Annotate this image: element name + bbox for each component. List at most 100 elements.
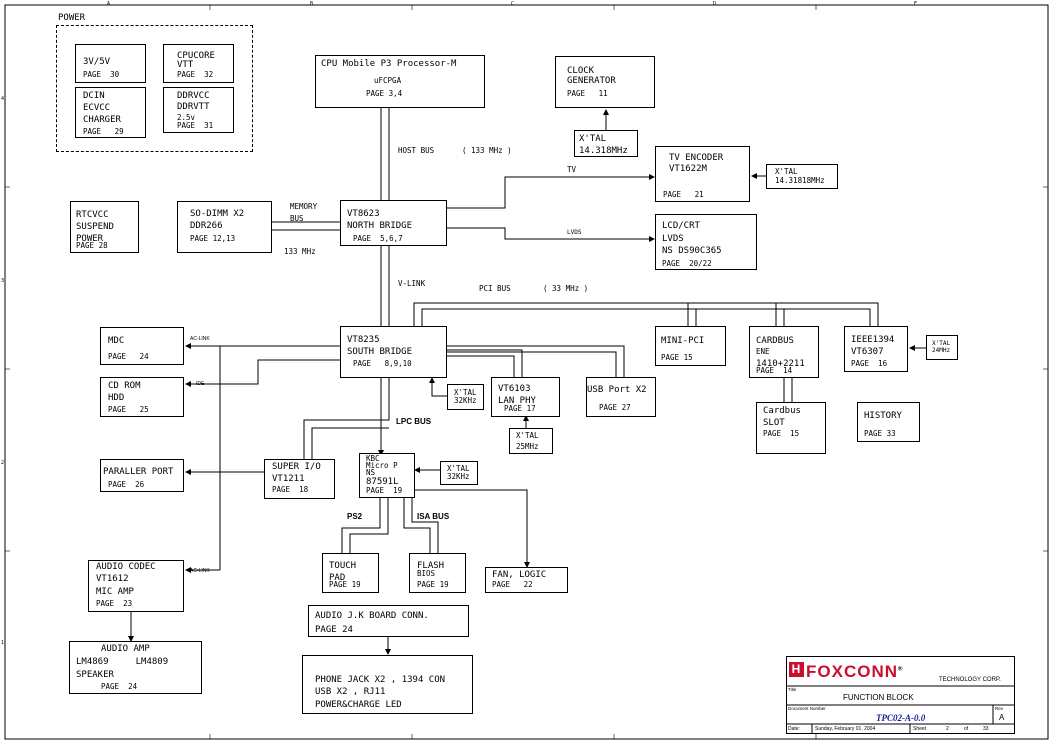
page-ref: PAGE 22	[492, 580, 533, 589]
block-label: X'TAL	[579, 134, 607, 144]
block-label: SUSPEND	[76, 222, 114, 232]
block-label: CHARGER	[83, 115, 121, 125]
document-number: TPC02-A-0.0	[876, 713, 926, 723]
block-flash-bios: FLASH BIOS PAGE 19	[409, 553, 466, 593]
company-name: TECHNOLOGY CORP.	[939, 677, 1001, 683]
block-label: X'TAL	[775, 167, 798, 176]
block-lcd-crt: LCD/CRT LVDS NS DS90C365 PAGE 20/22	[655, 214, 757, 270]
title-label: Title	[788, 687, 797, 692]
block-label: AUDIO AMP	[101, 644, 150, 654]
block-label: HDD	[108, 393, 125, 403]
block-label: SPEAKER	[76, 670, 114, 680]
block-3v5v: 3V/5V PAGE 30	[75, 44, 146, 83]
block-label: Cardbus	[763, 406, 801, 416]
block-audio-jk-board: AUDIO J.K BOARD CONN. PAGE 24	[308, 605, 469, 637]
block-label: VT6307	[851, 347, 884, 357]
sheet-border	[4, 4, 1049, 740]
page-ref: PAGE 3,4	[366, 89, 403, 98]
block-label: DDRVTT	[177, 102, 210, 112]
block-sodimm: SO-DIMM X2 DDR266 PAGE 12,13	[177, 201, 272, 253]
foxconn-logo-text: FOXCONN	[806, 662, 898, 681]
block-xtal-sb: X'TAL 32KHz	[447, 384, 484, 410]
zone-b: B	[310, 1, 314, 7]
page-ref: PAGE 16	[851, 359, 888, 368]
block-label: USB Port X2	[587, 385, 647, 395]
block-label: HISTORY	[864, 411, 902, 421]
page-ref: PAGE 14	[756, 366, 793, 375]
block-label: 3V/5V	[83, 57, 111, 67]
date-value: Sunday, February 01, 2004	[815, 726, 876, 732]
block-label: 14.318MHz	[579, 146, 628, 156]
block-xtal-tv: X'TAL 14.31818MHz	[766, 164, 838, 189]
page-ref: PAGE 8,9,10	[353, 359, 412, 368]
block-paraller-port: PARALLER PORT PAGE 26	[100, 459, 184, 492]
block-label: MDC	[108, 336, 125, 346]
vlink-label: V-LINK	[398, 279, 426, 288]
block-xtal-lan: X'TAL 25MHz	[509, 428, 553, 454]
zone-c: C	[511, 1, 515, 7]
block-clock-generator: CLOCK GENERATOR PAGE 11	[555, 56, 655, 108]
block-fan-logic: FAN, LOGIC PAGE 22	[485, 567, 568, 593]
power-title: POWER	[58, 13, 86, 23]
block-label: ENE	[756, 347, 770, 356]
block-label: 14.31818MHz	[775, 176, 825, 185]
block-label: LAN PHY	[498, 396, 536, 406]
block-label: USB X2 , RJ11	[315, 687, 386, 697]
date-label: Date:	[788, 726, 800, 732]
zone-4: 4	[1, 96, 5, 102]
ps2-label: PS2	[347, 512, 363, 521]
block-south-bridge: VT8235 SOUTH BRIDGE PAGE 8,9,10	[340, 326, 447, 378]
block-label: LM4869 LM4809	[76, 657, 169, 667]
block-label: X'TAL	[932, 340, 951, 347]
block-cpu: CPU Mobile P3 Processor-M uFCPGA PAGE 3,…	[315, 55, 485, 108]
ac-link-label: AC-LINK	[190, 336, 210, 342]
block-label: X'TAL	[447, 464, 470, 473]
block-label: 32KHz	[447, 472, 470, 481]
page-ref: PAGE 11	[567, 89, 608, 98]
block-label: Micro P	[366, 461, 398, 470]
block-label: TV ENCODER	[669, 153, 724, 163]
block-label: ECVCC	[83, 103, 111, 113]
sheet-total: 33	[983, 726, 989, 732]
block-label: CARDBUS	[756, 336, 794, 346]
block-mini-pci: MINI-PCI PAGE 15	[655, 326, 726, 366]
registered-mark: ®	[898, 666, 904, 673]
page-ref: PAGE 15	[661, 353, 693, 362]
block-xtal-ieee: X'TAL 24MHz	[926, 335, 958, 360]
page-ref: PAGE 29	[83, 127, 124, 136]
block-label: SUPER I/O	[272, 462, 321, 472]
block-label: CPU Mobile P3 Processor-M	[321, 59, 457, 69]
lvds-label: LVDS	[567, 229, 582, 236]
page-ref: PAGE 27	[599, 403, 631, 412]
block-label: MIC AMP	[96, 587, 134, 597]
block-xtal-clock: X'TAL 14.318MHz	[574, 130, 638, 157]
block-label: POWER	[76, 234, 104, 244]
block-cdrom: CD ROM HDD PAGE 25	[100, 377, 184, 417]
block-label: VT1612	[96, 574, 129, 584]
block-kbc: KBC Micro P NS 87591L PAGE 19	[359, 453, 415, 498]
block-label: PAD	[329, 573, 346, 583]
zone-a: A	[107, 1, 111, 7]
block-history: HISTORY PAGE 33	[857, 402, 920, 442]
block-label: IEEE1394	[851, 335, 895, 345]
memory-label: MEMORY	[290, 202, 318, 211]
block-label: SLOT	[763, 418, 785, 428]
page-ref: PAGE 19	[417, 580, 449, 589]
zone-ticks	[5, 5, 1048, 739]
rev-label: Rev	[995, 706, 1004, 711]
pci-bus-speed: ( 33 MHz )	[543, 284, 589, 293]
block-label: VT6103	[498, 384, 531, 394]
block-label: GENERATOR	[567, 76, 616, 86]
host-bus-speed: ( 133 MHz )	[462, 146, 512, 155]
block-label: PHONE JACK X2 , 1394 CON	[315, 675, 446, 685]
block-label: 87591L	[366, 477, 399, 487]
block-label: AUDIO J.K BOARD CONN.	[315, 611, 429, 621]
block-label: DDRVCC	[177, 91, 210, 101]
page-ref: PAGE 20/22	[662, 259, 712, 268]
page-ref: PAGE 12,13	[190, 234, 236, 243]
block-touch-pad: TOUCH PAD PAGE 19	[322, 553, 379, 593]
block-label: TOUCH	[329, 561, 357, 571]
block-label: CPUCORE	[177, 51, 215, 61]
